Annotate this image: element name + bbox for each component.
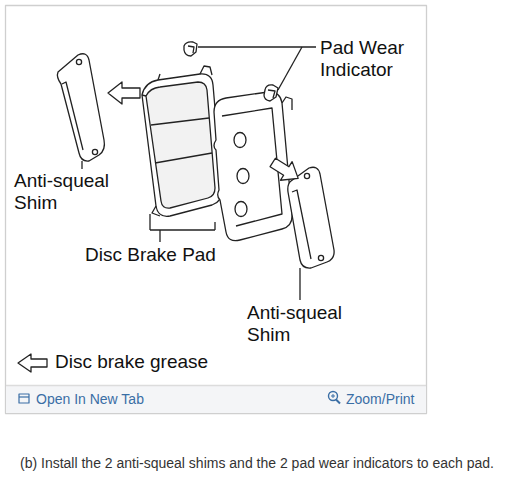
part-label: Disc Brake Pad <box>85 244 216 266</box>
figure-caption: (b) Install the 2 anti-squeal shims and … <box>20 455 494 471</box>
part-label: Anti-squeal Shim <box>14 170 124 214</box>
part-label: Pad Wear Indicator <box>320 37 432 81</box>
toolbar-link: Zoom/Print <box>346 391 414 407</box>
part-label: Anti-squeal Shim <box>247 302 357 346</box>
legend-text: Disc brake grease <box>55 351 208 373</box>
toolbar-link: Open In New Tab <box>36 391 144 407</box>
